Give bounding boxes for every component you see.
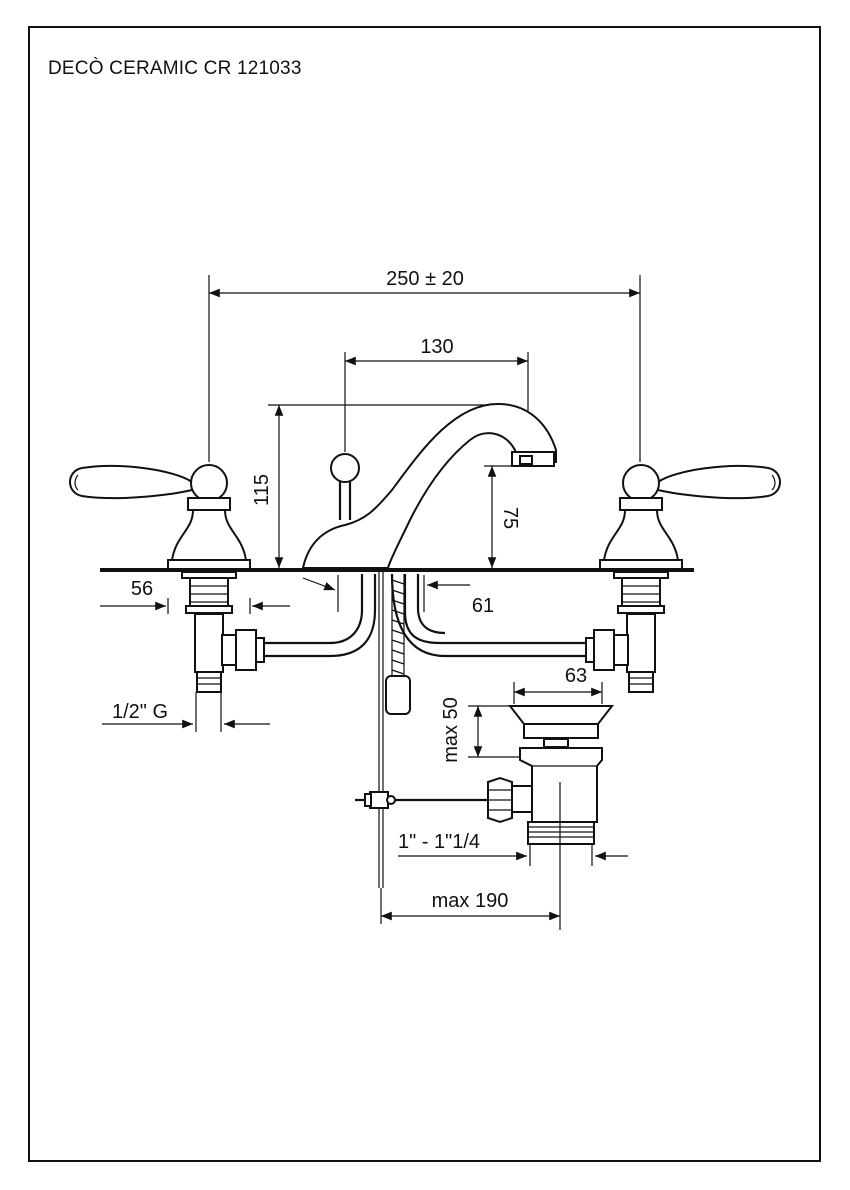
waste-flange-dimension: 63 [513,665,603,704]
supply-pipes [221,573,629,671]
inlet-thread-dimension: 1/2" G [102,692,270,732]
overall-width-label: 250 ± 20 [386,268,464,290]
plug-lift-dimension: max 50 [440,697,520,763]
pull-rod [355,572,490,888]
spout-reach-dimension: 130 [344,336,529,452]
plug-lift-label: max 50 [440,697,462,763]
left-lever-handle [69,465,193,500]
overall-width-dimension: 250 ± 20 [208,268,641,462]
spout-height-label: 115 [251,474,273,506]
waste-thread-dimension: 1" - 1"1/4 [398,831,628,866]
right-valve [599,464,781,693]
pop-up-knob [330,453,360,520]
waste-thread-label: 1" - 1"1/4 [398,831,480,853]
valve-base-dimension: 56 [100,578,290,614]
pull-rod-reach-dimension: max 190 [380,888,560,924]
waste-flange-label: 63 [565,665,587,687]
drawing-frame [28,26,821,1162]
central-hose [385,574,411,715]
outlet-height-label: 75 [499,507,521,529]
outlet-height-dimension: 75 [484,465,528,568]
right-lever-handle [657,465,781,500]
left-valve [69,464,251,693]
product-title: DECÒ CERAMIC CR 121033 [48,58,302,79]
pull-rod-reach-label: max 190 [432,890,509,912]
waste-assembly [487,705,615,930]
spout-base-label: 61 [472,595,494,617]
spout-reach-label: 130 [420,336,453,358]
inlet-thread-label: 1/2" G [112,701,168,723]
spout [301,402,557,569]
spout-height-dimension: 115 [251,404,505,568]
spout-base-dimension: 61 [302,575,494,617]
valve-base-label: 56 [131,578,153,600]
